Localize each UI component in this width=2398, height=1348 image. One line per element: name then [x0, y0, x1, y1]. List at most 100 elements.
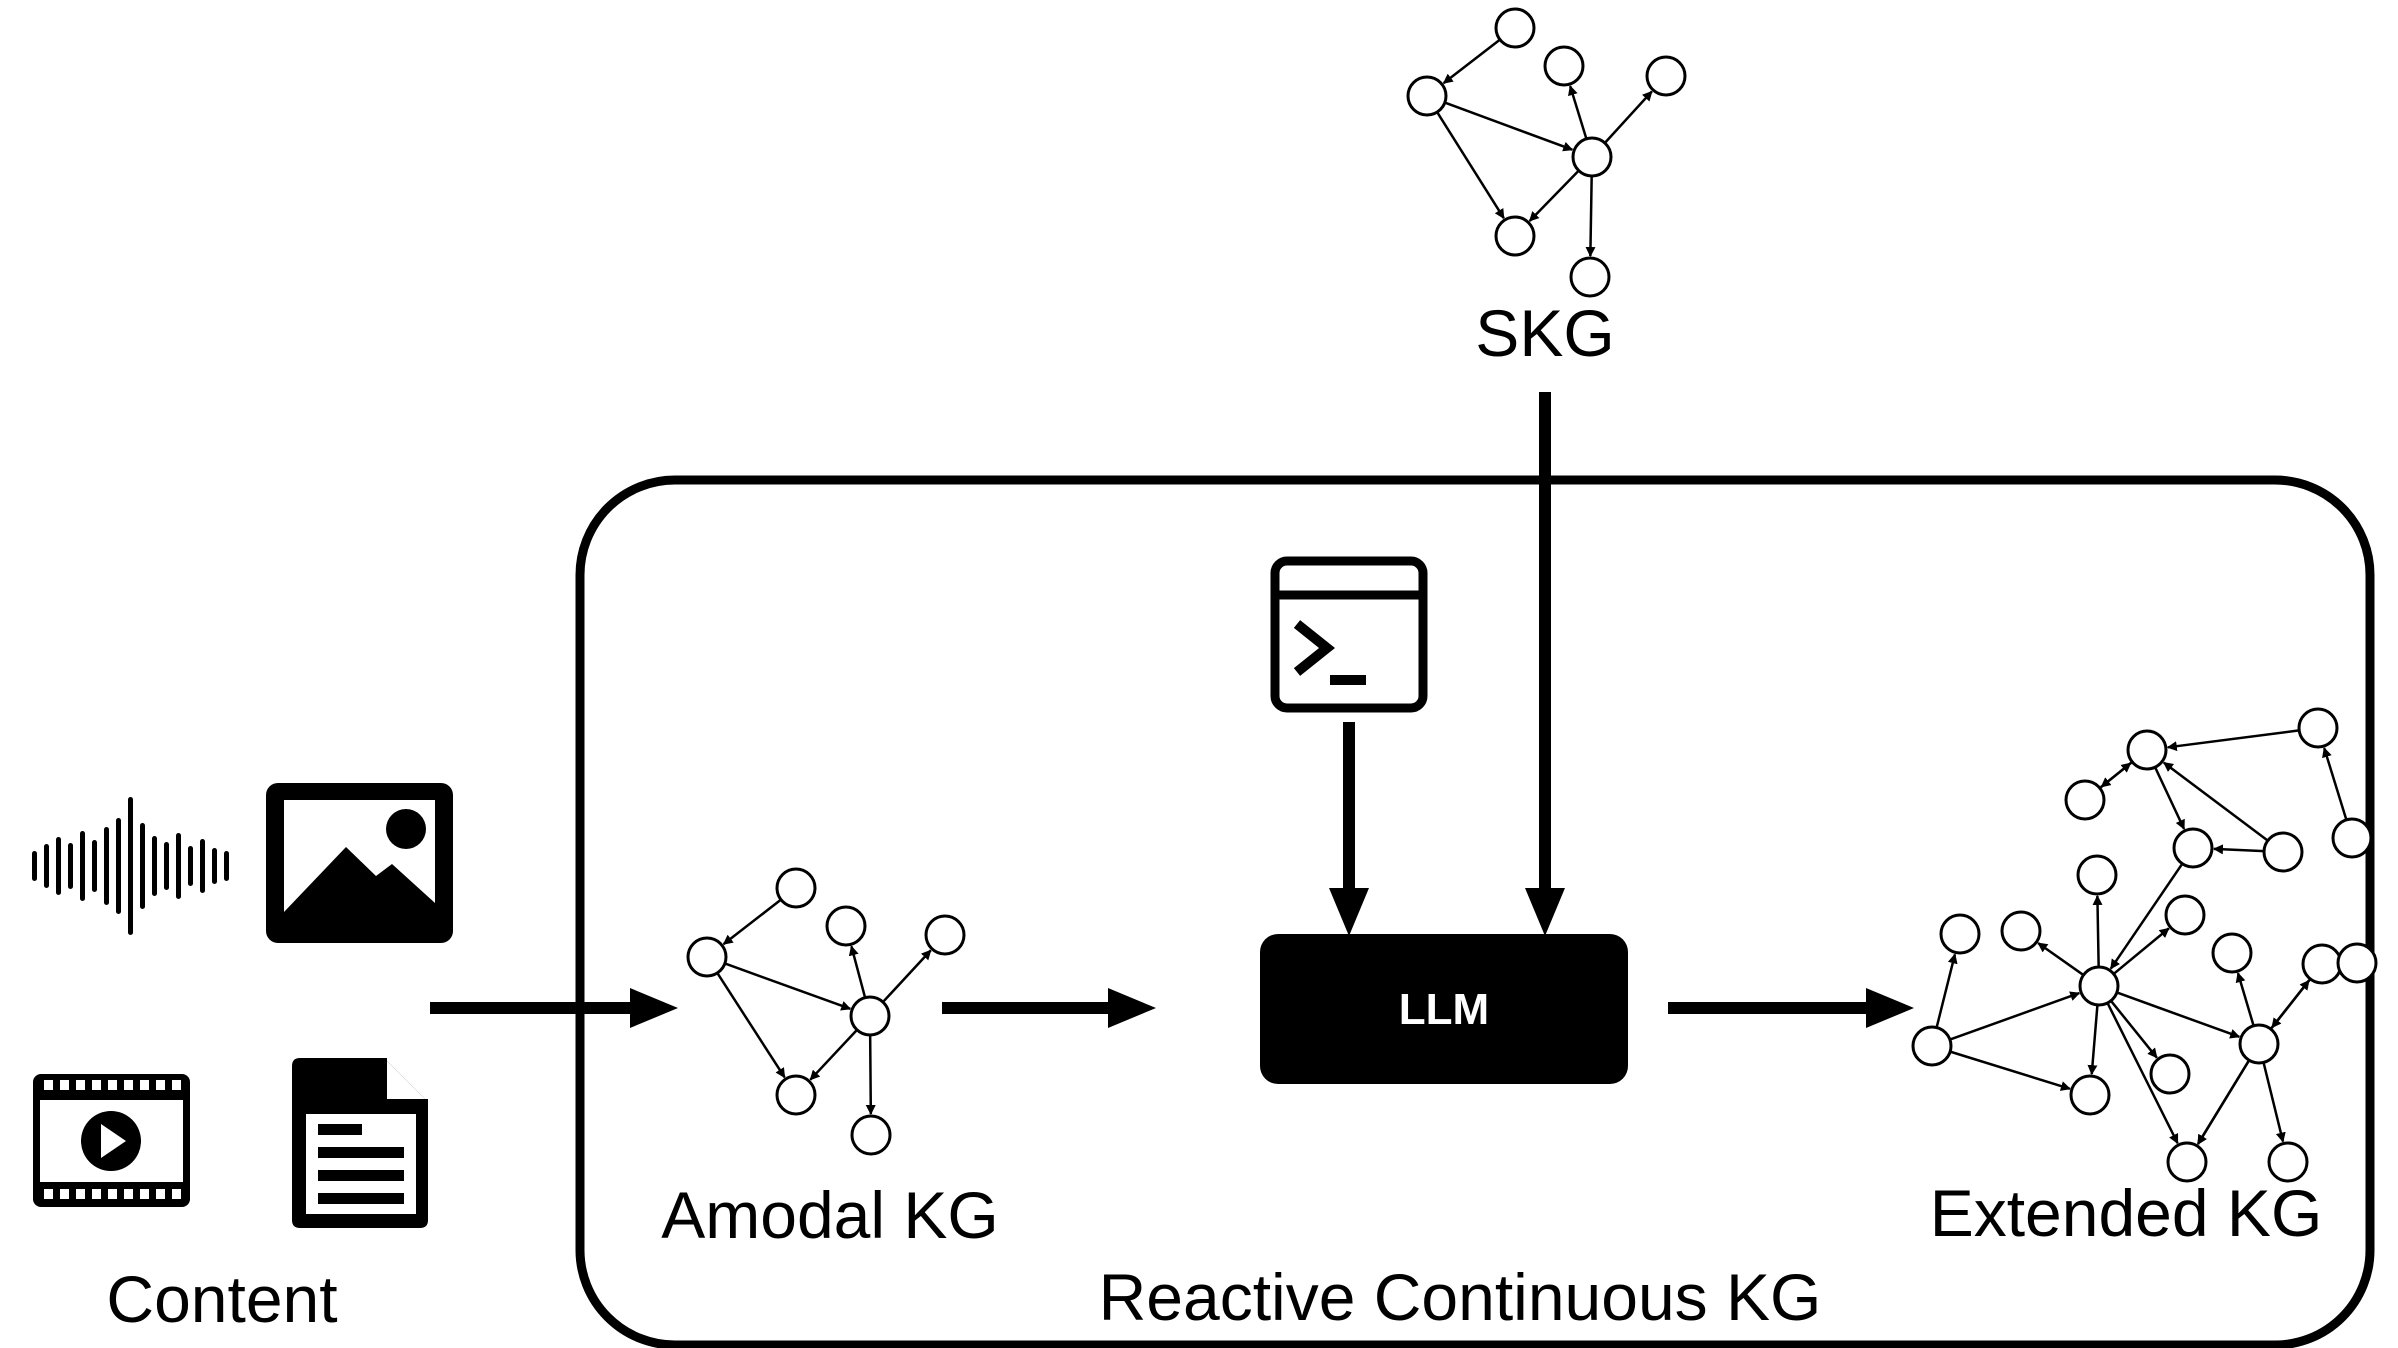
- graph-edge: [2092, 894, 2103, 968]
- waveform-bar: [176, 833, 181, 899]
- amodal-kg-graph: [686, 867, 966, 1156]
- skg-label: SKG: [1475, 296, 1614, 370]
- film-hole: [92, 1189, 101, 1199]
- graph-edge: [2196, 1059, 2251, 1145]
- graph-edge: [1935, 953, 1958, 1028]
- waveform-bar: [224, 851, 229, 881]
- graph-edge: [2153, 766, 2186, 830]
- graph-edge: [2212, 844, 2265, 855]
- film-hole: [172, 1189, 181, 1199]
- waveform-bar: [92, 840, 97, 892]
- extended-kg-label: Extended KG: [1930, 1176, 2323, 1250]
- graph-edge: [1444, 101, 1574, 152]
- graph-node: [850, 1114, 892, 1156]
- graph-edge: [865, 1034, 876, 1116]
- graph-node: [2331, 817, 2373, 859]
- waveform-bar: [212, 848, 217, 884]
- amodal-to-llm-arrow: [942, 988, 1156, 1028]
- graph-edge: [1949, 991, 2081, 1041]
- film-hole: [156, 1189, 165, 1199]
- waveform-bar: [68, 843, 73, 889]
- graph-edge: [809, 1029, 858, 1081]
- graph-node: [1543, 45, 1585, 87]
- graph-node: [1569, 256, 1611, 298]
- amodal-kg-label: Amodal KG: [661, 1178, 998, 1252]
- llm-label: LLM: [1399, 985, 1489, 1034]
- graph-edge: [722, 898, 782, 946]
- film-hole: [156, 1080, 165, 1090]
- film-hole: [76, 1080, 85, 1090]
- graph-node: [1939, 913, 1981, 955]
- graph-edge: [2109, 862, 2184, 970]
- graph-node: [1494, 7, 1536, 49]
- graph-node: [2262, 831, 2304, 873]
- terminal-to-llm-arrowhead: [1329, 888, 1369, 936]
- film-hole: [108, 1189, 117, 1199]
- graph-edge: [1436, 111, 1505, 220]
- film-hole: [44, 1080, 53, 1090]
- film-hole: [140, 1080, 149, 1090]
- llm-box: [1260, 934, 1628, 1084]
- film-hole: [92, 1080, 101, 1090]
- waveform-bar: [140, 823, 145, 909]
- waveform-bar: [200, 839, 205, 893]
- waveform-bar: [56, 837, 61, 895]
- film-hole: [44, 1189, 53, 1199]
- waveform-bar: [152, 836, 157, 896]
- graph-node: [775, 867, 817, 909]
- waveform-bar: [128, 797, 133, 935]
- content-to-amodal-arrow: [430, 988, 678, 1028]
- film-hole: [172, 1080, 181, 1090]
- graph-edge: [2271, 978, 2312, 1029]
- graph-node: [1911, 1025, 1953, 1067]
- graph-edge: [1568, 85, 1588, 140]
- graph-node: [2336, 942, 2378, 984]
- graph-edge: [1442, 38, 1501, 85]
- graph-edge: [2116, 991, 2241, 1039]
- content-label: Content: [106, 1262, 337, 1336]
- graph-edge: [2262, 1062, 2286, 1143]
- reactive-kg-container: [575, 475, 2375, 1348]
- film-hole: [124, 1189, 133, 1199]
- graph-edge: [2112, 927, 2170, 975]
- graph-edge: [1585, 175, 1596, 258]
- skg-to-llm-arrowhead: [1525, 888, 1565, 936]
- waveform-bar: [104, 827, 109, 905]
- graph-node: [2301, 943, 2343, 985]
- graph-edge: [2163, 761, 2269, 842]
- document-icon: [292, 1058, 428, 1228]
- graph-node: [1571, 136, 1613, 178]
- graph-edge: [848, 945, 867, 998]
- graph-edge: [2087, 1004, 2099, 1076]
- graph-edge: [2235, 972, 2255, 1027]
- graph-edge: [724, 962, 852, 1011]
- graph-node: [825, 905, 867, 947]
- film-hole: [60, 1080, 69, 1090]
- graph-node: [686, 936, 728, 978]
- film-hole: [140, 1189, 149, 1199]
- waveform-bar: [44, 844, 49, 888]
- graph-edge: [2109, 1000, 2158, 1059]
- graph-node: [2267, 1141, 2309, 1183]
- graph-node: [2211, 932, 2253, 974]
- film-hole: [124, 1080, 133, 1090]
- graph-edge: [1603, 90, 1653, 144]
- graph-node: [1406, 75, 1448, 117]
- graph-node: [1645, 55, 1687, 97]
- waveform-bar: [32, 851, 37, 881]
- graph-node: [924, 914, 966, 956]
- graph-node: [2000, 910, 2042, 952]
- reactive-kg-label: Reactive Continuous KG: [1099, 1260, 1822, 1334]
- llm-to-extended-arrow: [1668, 988, 1914, 1028]
- graph-edge: [716, 972, 786, 1079]
- graph-node: [2166, 1141, 2208, 1183]
- graph-node: [2238, 1023, 2280, 1065]
- graph-node: [1494, 215, 1536, 257]
- graph-edge: [1528, 169, 1580, 222]
- graph-node: [2076, 854, 2118, 896]
- waveform-bar: [80, 831, 85, 901]
- graph-node: [2126, 729, 2168, 771]
- graph-edge: [2100, 760, 2133, 788]
- graph-node: [775, 1074, 817, 1116]
